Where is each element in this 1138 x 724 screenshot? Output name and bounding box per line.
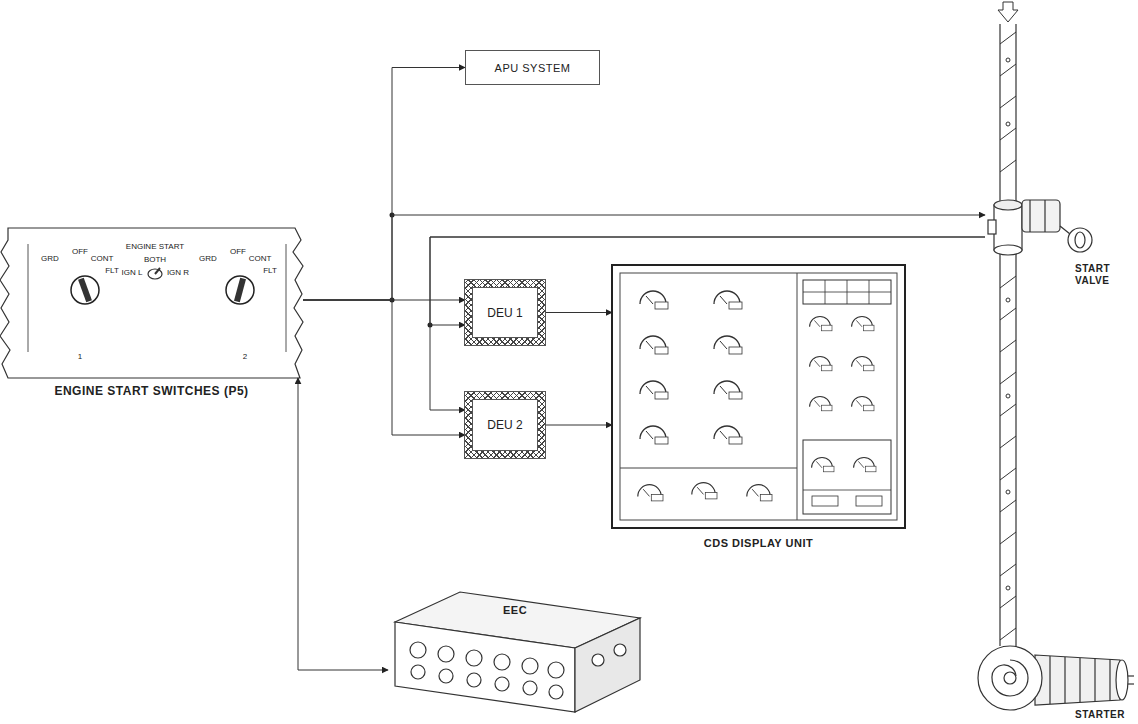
system-box: APU SYSTEM: [465, 50, 600, 85]
signal-line: [298, 378, 388, 670]
switch-position-label: IGN R: [167, 268, 189, 277]
signal-line: [303, 300, 465, 435]
starter: STARTER: [975, 636, 1135, 708]
part-label: EEC: [503, 604, 527, 617]
switch-position-label: IGN L: [122, 268, 143, 277]
switch-position-label: FLT: [263, 266, 277, 275]
display-unit-picture: [612, 265, 905, 528]
switch-position-label: GRD: [41, 254, 59, 263]
part-label: CDS DISPLAY UNIT: [612, 537, 905, 550]
panel-heading: ENGINE START: [126, 242, 184, 251]
panel-title: ENGINE START SWITCHES (P5): [0, 384, 303, 398]
switch-position-label: GRD: [199, 254, 217, 263]
switch-position-label: CONT: [91, 254, 114, 263]
air-duct: [998, 2, 1018, 646]
signal-line: [545, 425, 612, 426]
box-label: DEU 2: [487, 418, 522, 432]
switch-position-label: FLT: [105, 266, 119, 275]
signal-line: [545, 312, 612, 313]
deu-box: DEU 1: [465, 280, 545, 345]
switch-position-label: CONT: [249, 254, 272, 263]
switch-position-label: BOTH: [144, 255, 166, 264]
eec-picture: [395, 592, 640, 712]
display-unit: CDS DISPLAY UNIT: [612, 265, 905, 528]
switch-panel: ENGINE START SWITCHES (P5): [0, 228, 303, 378]
engine-number: 1: [78, 352, 82, 361]
eec-unit: EEC: [388, 588, 642, 722]
start-valve: START VALVE: [985, 195, 1095, 265]
part-label: START VALVE: [1075, 263, 1127, 287]
signal-line: [430, 237, 985, 410]
box-label: APU SYSTEM: [495, 62, 571, 74]
part-label: STARTER: [1075, 709, 1125, 721]
signal-line: [303, 215, 985, 300]
signal-line: [303, 68, 465, 301]
start-valve-picture: [988, 200, 1092, 255]
starter-picture: [978, 646, 1134, 710]
box-label: DEU 1: [487, 306, 522, 320]
switch-panel: [0, 228, 303, 378]
deu-box: DEU 2: [465, 392, 545, 458]
switch-position-label: OFF: [72, 247, 88, 256]
engine-number: 2: [243, 352, 247, 361]
switch-position-label: OFF: [230, 247, 246, 256]
